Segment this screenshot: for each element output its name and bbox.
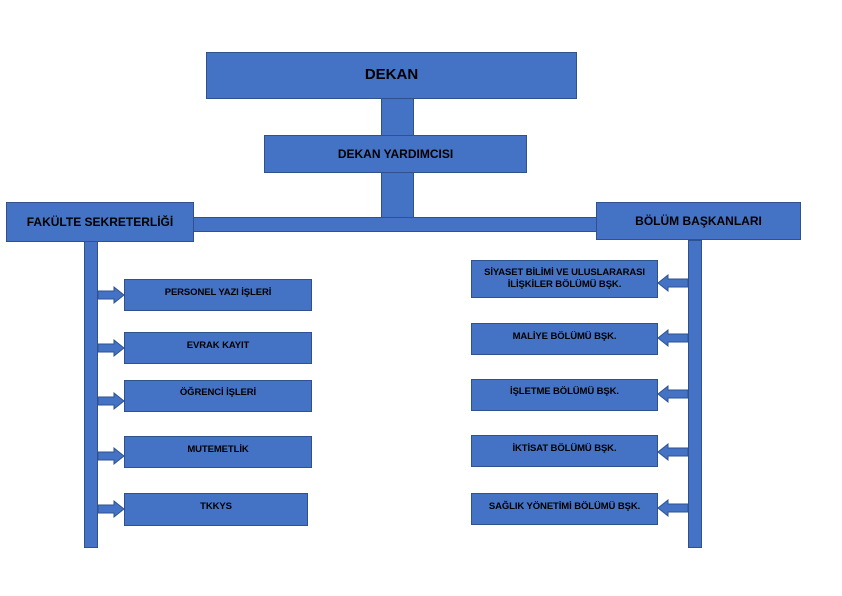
arrow-left-icon (657, 328, 689, 348)
right-item-3: İŞLETME BÖLÜMÜ BŞK. (471, 379, 658, 411)
right-item-1: SİYASET BİLİMİ VE ULUSLARARASI İLİŞKİLER… (471, 260, 658, 298)
faculty-secretariat-box: FAKÜLTE SEKRETERLİĞİ (6, 202, 194, 242)
left-item-4: MUTEMETLİK (124, 436, 312, 468)
right-item-line1: MALİYE BÖLÜMÜ BŞK. (512, 331, 617, 342)
left-item-3: ÖĞRENCİ İŞLERİ (124, 380, 312, 412)
faculty-secretariat-label: FAKÜLTE SEKRETERLİĞİ (26, 214, 174, 229)
connector-vicedean-down (381, 172, 414, 220)
left-item-label: MUTEMETLİK (187, 444, 249, 455)
vice-dean-label: DEKAN YARDIMCISI (337, 146, 454, 161)
arrow-right-icon (97, 285, 125, 305)
arrow-right-icon (97, 499, 125, 519)
right-item-line2: İLİŞKİLER BÖLÜMÜ BŞK. (507, 279, 622, 290)
dean-box: DEKAN (206, 52, 577, 99)
right-item-line1: SAĞLIK YÖNETİMİ BÖLÜMÜ BŞK. (488, 501, 641, 512)
right-item-5: SAĞLIK YÖNETİMİ BÖLÜMÜ BŞK. (471, 493, 658, 525)
right-item-line1: SİYASET BİLİMİ VE ULUSLARARASI (484, 267, 645, 279)
right-item-4: İKTİSAT BÖLÜMÜ BŞK. (471, 435, 658, 467)
arrow-left-icon (657, 442, 689, 462)
right-item-line1: İŞLETME BÖLÜMÜ BŞK. (510, 386, 619, 397)
left-item-1: PERSONEL YAZI İŞLERİ (124, 279, 312, 311)
arrow-right-icon (97, 446, 125, 466)
arrow-right-icon (97, 391, 125, 411)
left-item-label: TKKYS (200, 501, 232, 512)
arrow-left-icon (657, 273, 689, 293)
right-item-2: MALİYE BÖLÜMÜ BŞK. (471, 323, 658, 355)
arrow-right-icon (97, 338, 125, 358)
department-heads-box: BÖLÜM BAŞKANLARI (596, 202, 801, 240)
left-item-2: EVRAK KAYIT (124, 332, 312, 364)
arrow-left-icon (657, 384, 689, 404)
right-item-line1: İKTİSAT BÖLÜMÜ BŞK. (512, 443, 617, 454)
vice-dean-box: DEKAN YARDIMCISI (264, 135, 527, 173)
left-item-label: EVRAK KAYIT (186, 340, 250, 351)
left-item-5: TKKYS (124, 493, 308, 526)
dean-label: DEKAN (364, 66, 419, 84)
left-item-label: ÖĞRENCİ İŞLERİ (179, 387, 257, 398)
arrow-left-icon (657, 498, 689, 518)
left-item-label: PERSONEL YAZI İŞLERİ (164, 287, 272, 298)
department-heads-label: BÖLÜM BAŞKANLARI (635, 213, 762, 228)
